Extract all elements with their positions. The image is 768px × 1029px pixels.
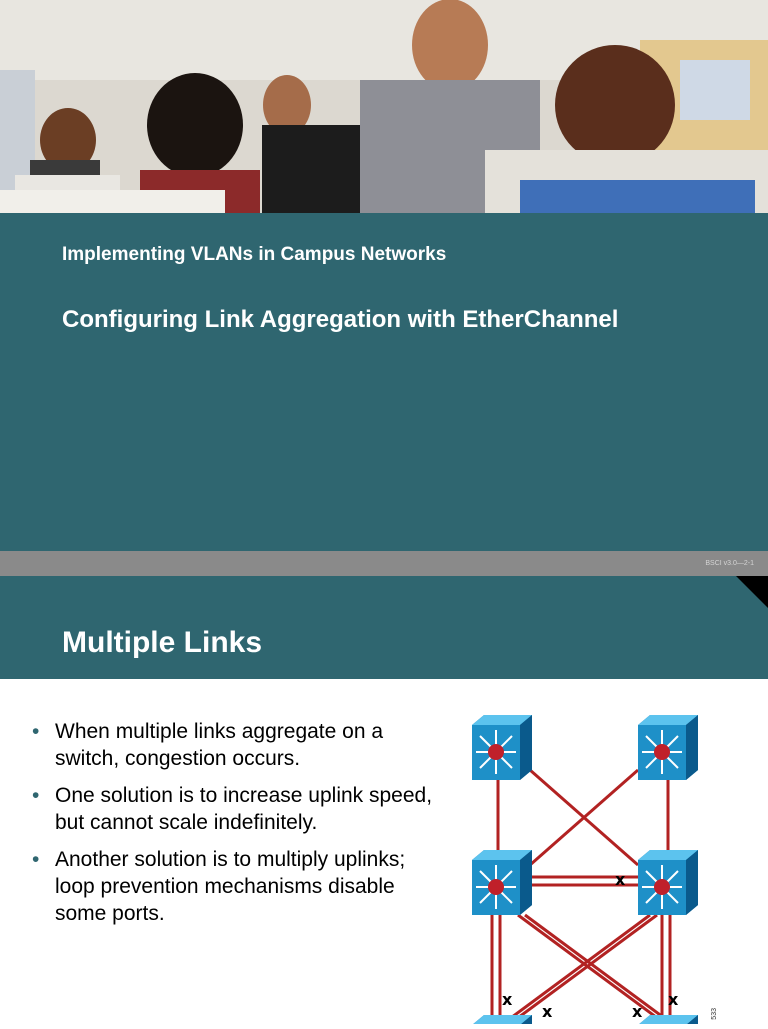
bullet-item: •When multiple links aggregate on a swit… <box>32 720 384 770</box>
switch-icon <box>471 849 533 916</box>
title-slide-background <box>0 213 768 551</box>
classroom-photo-illustration <box>0 0 768 213</box>
svg-text:x: x <box>615 870 626 889</box>
slide2-header: Multiple Links <box>0 576 768 679</box>
bullet-dot-icon: • <box>32 720 40 743</box>
switch-icon <box>637 1014 699 1029</box>
header-photo <box>0 0 768 213</box>
bullet-item: •Another solution is to multiply uplinks… <box>32 848 406 925</box>
bullet-list: •When multiple links aggregate on a swit… <box>28 718 443 937</box>
blocked-port-markers: x x x x x <box>502 870 679 1021</box>
svg-text:x: x <box>502 990 513 1009</box>
slide-title: Configuring Link Aggregation with EtherC… <box>62 306 619 333</box>
switch-icon <box>471 1014 533 1029</box>
bullet-dot-icon: • <box>32 848 40 871</box>
slide-subtitle: Implementing VLANs in Campus Networks <box>62 244 447 265</box>
switch-icon <box>637 714 699 781</box>
switch-icon <box>471 714 533 781</box>
figure-id: 533 <box>711 1008 718 1020</box>
slide2-title: Multiple Links <box>62 626 263 659</box>
bullet-item: •One solution is to increase uplink spee… <box>32 784 433 834</box>
bullet-dot-icon: • <box>32 784 40 807</box>
switch-icon <box>637 849 699 916</box>
network-topology-diagram: x x x x x <box>470 714 720 1029</box>
svg-text:x: x <box>632 1002 643 1021</box>
svg-text:x: x <box>542 1002 553 1021</box>
footer-version-text: BSCI v3.0—2-1 <box>705 560 754 567</box>
corner-triangle <box>736 576 768 608</box>
slide-footer: BSCI v3.0—2-1 <box>0 551 768 576</box>
svg-text:x: x <box>668 990 679 1009</box>
link-lines <box>490 768 672 1022</box>
